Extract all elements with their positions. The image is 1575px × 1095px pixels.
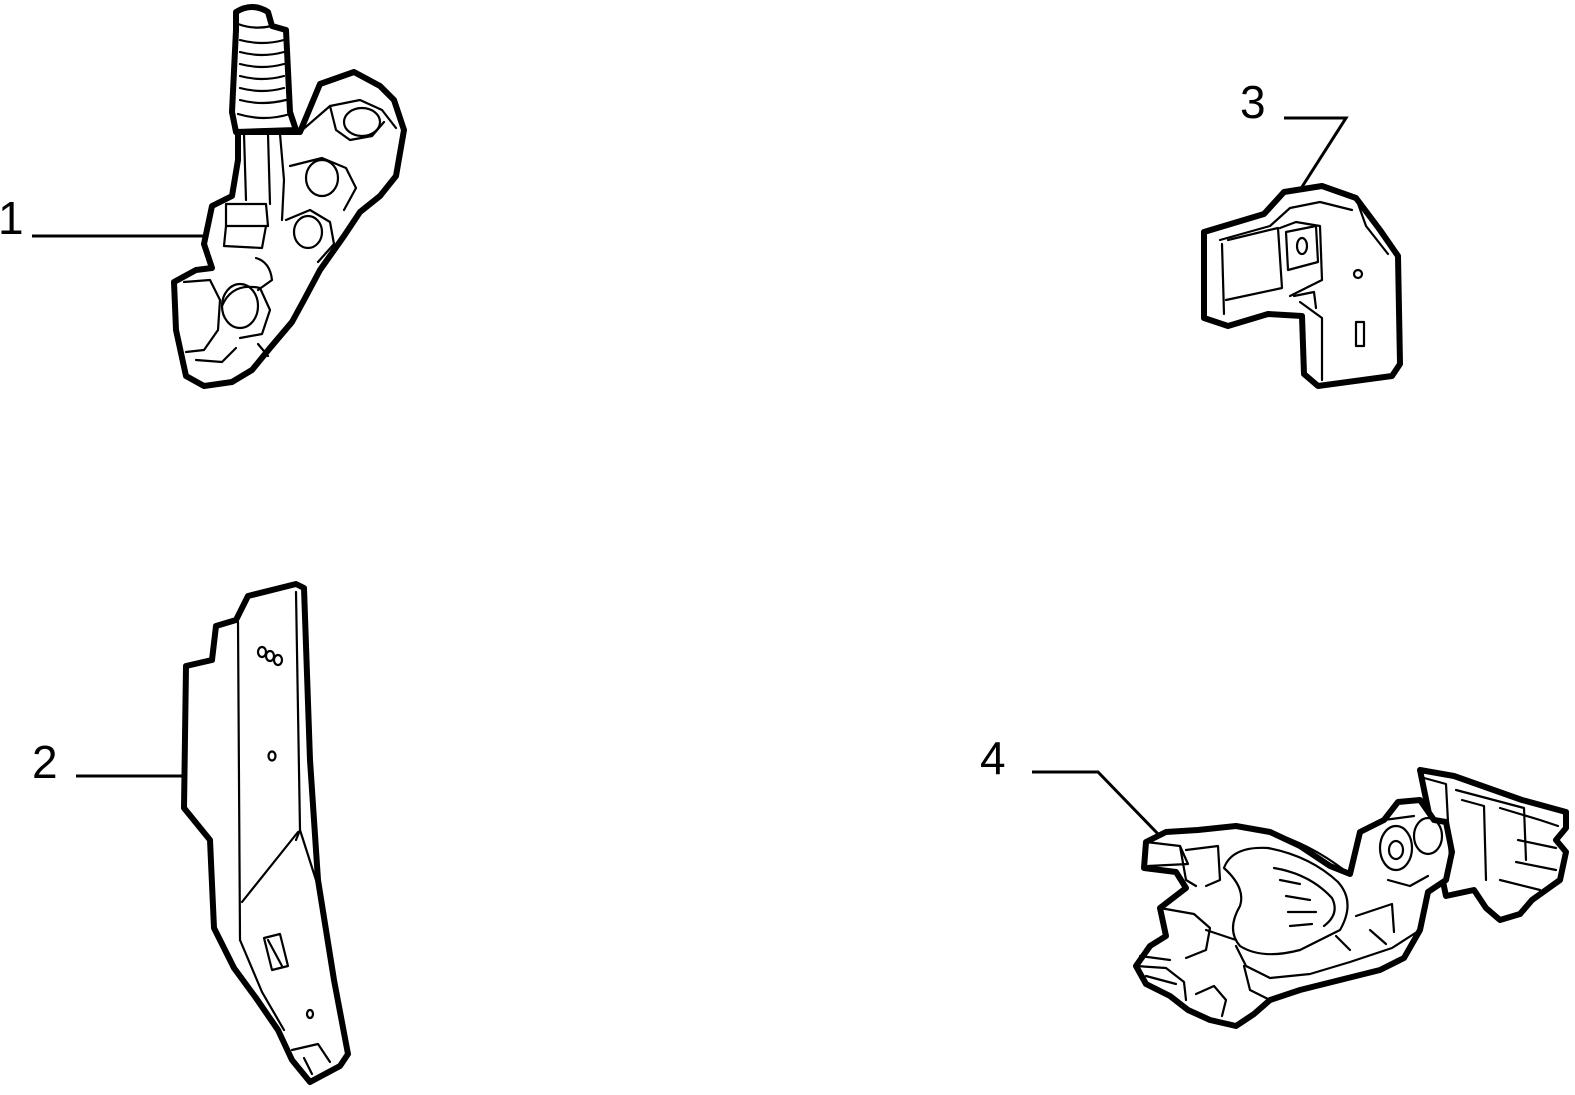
hinge-bracket-with-threaded-stud-icon xyxy=(171,4,407,389)
leader-line-4 xyxy=(1032,770,1162,838)
part-1-hinge-bracket: 1 xyxy=(0,4,407,389)
curved-flat-plate-icon xyxy=(181,581,351,1085)
stepped-plate-bracket-icon xyxy=(1201,183,1403,389)
callout-label-4: 4 xyxy=(980,732,1006,784)
clip-bracket-assembly-icon xyxy=(1133,767,1569,1029)
part-2-curved-plate: 2 xyxy=(32,581,351,1085)
callout-label-3: 3 xyxy=(1240,76,1266,128)
part-4-clip-bracket: 4 xyxy=(980,732,1569,1029)
leader-line-3 xyxy=(1284,116,1349,191)
callout-label-1: 1 xyxy=(0,192,24,244)
part-3-plate-bracket: 3 xyxy=(1201,76,1403,389)
callout-label-2: 2 xyxy=(32,736,58,788)
